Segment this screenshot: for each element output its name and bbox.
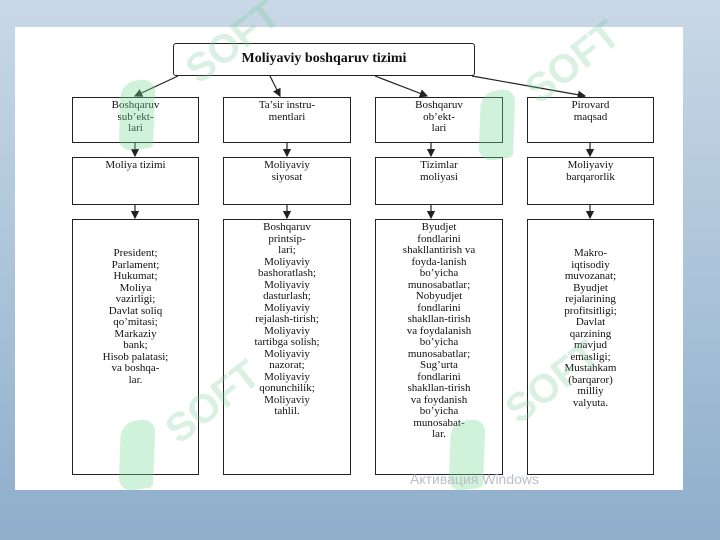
col3-mid-box: Tizimlar moliyasi [375,157,503,205]
col2-header-box: Ta’sir instru- mentlari [223,97,351,143]
col4-detail-box: Makro- iqtisodiy muvozanat; Byudjet reja… [527,219,654,475]
col2-mid-box: Moliyaviy siyosat [223,157,351,205]
arrow-title-col4 [471,75,587,99]
col1-mid-box: Moliya tizimi [72,157,199,205]
col1-detail-box: President; Parlament; Hukumat; Moliya va… [72,219,199,475]
col3-header-box: Boshqaruv ob’ekt- lari [375,97,503,143]
col1-header-box: Boshqaruv sub’ekt- lari [72,97,199,143]
diagram-title: Moliyaviy boshqaruv tizimi [173,43,475,76]
windows-activation-watermark: Активация Windows [410,471,540,487]
col4-mid-box: Moliyaviy barqarorlik [527,157,654,205]
col4-header-box: Pirovard maqsad [527,97,654,143]
col3-detail-box: Byudjet fondlarini shakllantirish va foy… [375,219,503,475]
arrow-title-col1 [133,75,179,97]
arrow-title-col3 [374,75,429,98]
col2-detail-box: Boshqaruv printsip- lari; Moliyaviy bash… [223,219,351,475]
arrow-title-col2 [269,75,281,98]
